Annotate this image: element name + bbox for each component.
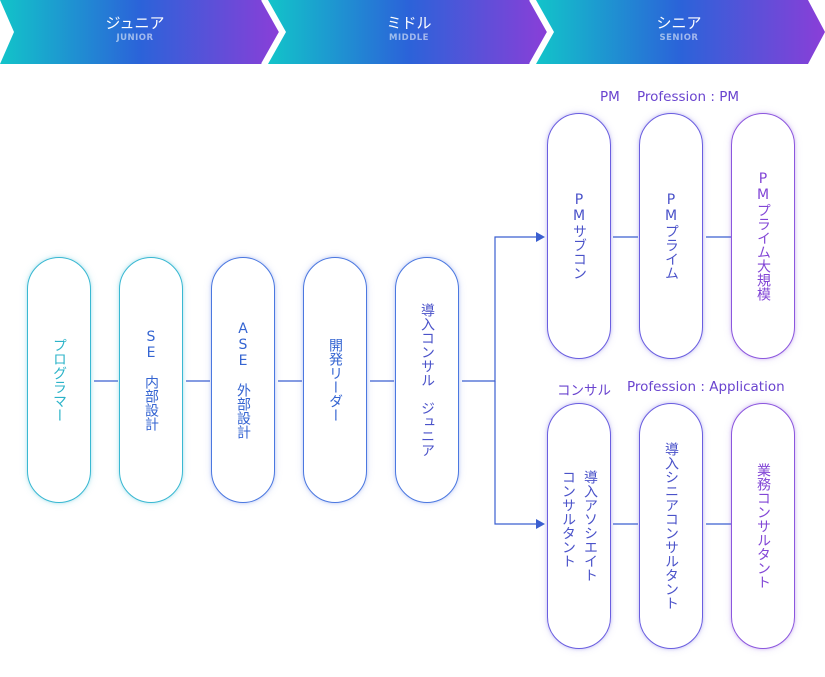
- path-node-ase-label: ASE 外部設計: [235, 321, 251, 439]
- stage-junior-segment: [0, 0, 280, 64]
- pm-role-prime: PMプライム: [639, 113, 703, 359]
- group-consult-profession: Profession : Application: [627, 379, 785, 395]
- stage-middle-segment: [268, 0, 548, 64]
- path-node-ase: ASE 外部設計: [211, 257, 275, 503]
- path-node-dev-leader-label: 開発リーダー: [327, 338, 343, 422]
- pm-role-prime-large-label: PMプライム大規模: [755, 171, 771, 301]
- consult-role-senior-label: 導入シニアコンサルタント: [663, 442, 679, 610]
- group-consult-label: コンサル: [557, 383, 611, 399]
- pm-role-prime-label: PMプライム: [663, 192, 679, 280]
- stage-senior-label: シニア: [656, 14, 702, 32]
- group-pm-profession: Profession : PM: [637, 89, 740, 105]
- consult-role-associate-label: 導入アソシエイト コンサルタント: [560, 470, 598, 582]
- pm-role-subcon: PMサブコン: [547, 113, 611, 359]
- group-pm-label: PM: [600, 89, 620, 105]
- path-node-se: SE 内部設計: [119, 257, 183, 503]
- stage-junior: ジュニア JUNIOR: [55, 14, 215, 44]
- pm-role-subcon-label: PMサブコン: [571, 192, 587, 280]
- path-node-dev-leader: 開発リーダー: [303, 257, 367, 503]
- stage-middle-label: ミドル: [386, 14, 432, 32]
- branch-arrow-upper: [536, 232, 545, 242]
- consult-role-associate: 導入アソシエイト コンサルタント: [547, 403, 611, 649]
- consult-role-business: 業務コンサルタント: [731, 403, 795, 649]
- pm-role-prime-large: PMプライム大規模: [731, 113, 795, 359]
- stage-junior-sublabel: JUNIOR: [116, 33, 154, 43]
- path-node-junior-consultant: 導入コンサル ジュニア: [395, 257, 459, 503]
- stage-middle: ミドル MIDDLE: [329, 14, 489, 44]
- stage-middle-sublabel: MIDDLE: [389, 33, 429, 43]
- consult-role-senior: 導入シニアコンサルタント: [639, 403, 703, 649]
- career-stage-banner: [0, 0, 825, 64]
- path-node-junior-consultant-label: 導入コンサル ジュニア: [419, 303, 435, 457]
- branch-arrow-lower: [536, 519, 545, 529]
- path-node-programmer: プログラマー: [27, 257, 91, 503]
- path-node-programmer-label: プログラマー: [51, 338, 67, 422]
- consult-role-business-label: 業務コンサルタント: [755, 463, 771, 589]
- stage-senior-sublabel: SENIOR: [659, 33, 699, 43]
- stage-junior-label: ジュニア: [105, 14, 165, 32]
- branch-connector: [462, 236, 537, 382]
- stage-senior: シニア SENIOR: [599, 14, 759, 44]
- branch-connector-lower: [494, 381, 537, 525]
- stage-senior-segment: [536, 0, 825, 64]
- path-node-se-label: SE 内部設計: [143, 329, 159, 431]
